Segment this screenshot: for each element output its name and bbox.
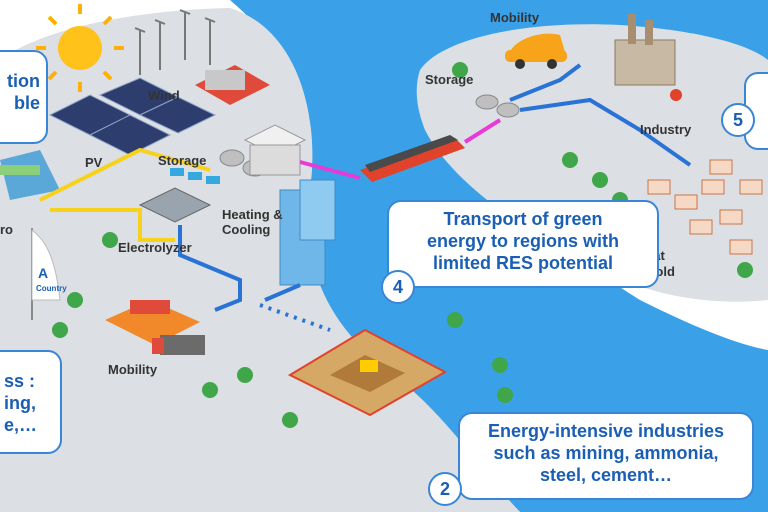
- mine-pit: [287, 328, 448, 417]
- label-industry: Industry: [640, 122, 692, 137]
- callout-top-left-line-1: tion: [7, 71, 40, 91]
- fuel-station: [105, 300, 200, 345]
- label-pv: PV: [85, 155, 103, 170]
- callout-industries-line-2: such as mining, ammonia,: [493, 443, 719, 463]
- callout-transport-line-3: limited RES potential: [432, 253, 614, 273]
- label-mobility-left: Mobility: [108, 362, 158, 377]
- trees: [52, 62, 753, 428]
- country-flag: A: [31, 228, 61, 320]
- sun-icon: [36, 4, 124, 92]
- callout-transport-line-1: Transport of green: [443, 209, 603, 229]
- callout-bottom-left: ss : ing, e,…: [0, 350, 62, 454]
- callout-bottom-left-line-2: ing,: [4, 393, 36, 413]
- badge-2: 2: [428, 472, 462, 506]
- callout-transport-line-2: energy to regions with: [426, 231, 620, 251]
- electric-car-icon: [505, 33, 567, 69]
- callout-top-left: tion ble: [0, 50, 48, 144]
- label-storage-right: Storage: [425, 72, 474, 87]
- callout-industries: Energy-intensive industries such as mini…: [458, 412, 754, 500]
- hydrogen-line-dotted: [259, 303, 331, 332]
- callout-bottom-left-line-3: e,…: [4, 415, 38, 435]
- callout-top-left-line-2: ble: [13, 93, 40, 113]
- label-wind: Wind: [148, 88, 180, 103]
- svg-text:A: A: [38, 265, 48, 281]
- electricity-lines-yellow: [39, 147, 211, 242]
- truck: [152, 335, 205, 355]
- wind-turbines: [134, 9, 216, 75]
- label-storage-left: Storage: [158, 153, 207, 168]
- label-heating-line2: Cooling: [222, 222, 271, 237]
- battery-cells: [170, 168, 220, 184]
- industry-plant: [614, 14, 682, 101]
- callout-industries-line-3: steel, cement…: [539, 465, 673, 485]
- label-hydro-fragment: ro: [0, 222, 13, 237]
- cargo-ship: [360, 135, 465, 182]
- wind-substation: [195, 65, 270, 105]
- pv-panels: [48, 77, 217, 156]
- callout-industries-line-1: Energy-intensive industries: [487, 421, 725, 441]
- hydrogen-lines-blue: [178, 63, 692, 312]
- hydro-dam: [0, 150, 60, 200]
- callout-bottom-left-line-1: ss :: [4, 371, 36, 391]
- label-heating-line1: Heating &: [222, 207, 283, 222]
- label-electrolyzer: Electrolyzer: [118, 240, 192, 255]
- badge-5: 5: [721, 103, 755, 137]
- electrolyzer-unit: [138, 187, 212, 223]
- badge-4: 4: [381, 270, 415, 304]
- storage-building-left: [243, 124, 307, 176]
- flag-text: Country: [36, 284, 67, 293]
- skyscraper: [279, 179, 336, 286]
- callout-transport: Transport of green energy to regions wit…: [387, 200, 659, 288]
- shipping-line-magenta: [299, 118, 502, 180]
- houses: [647, 159, 763, 255]
- storage-tanks-right: [475, 94, 520, 118]
- label-mobility-top: Mobility: [490, 10, 540, 25]
